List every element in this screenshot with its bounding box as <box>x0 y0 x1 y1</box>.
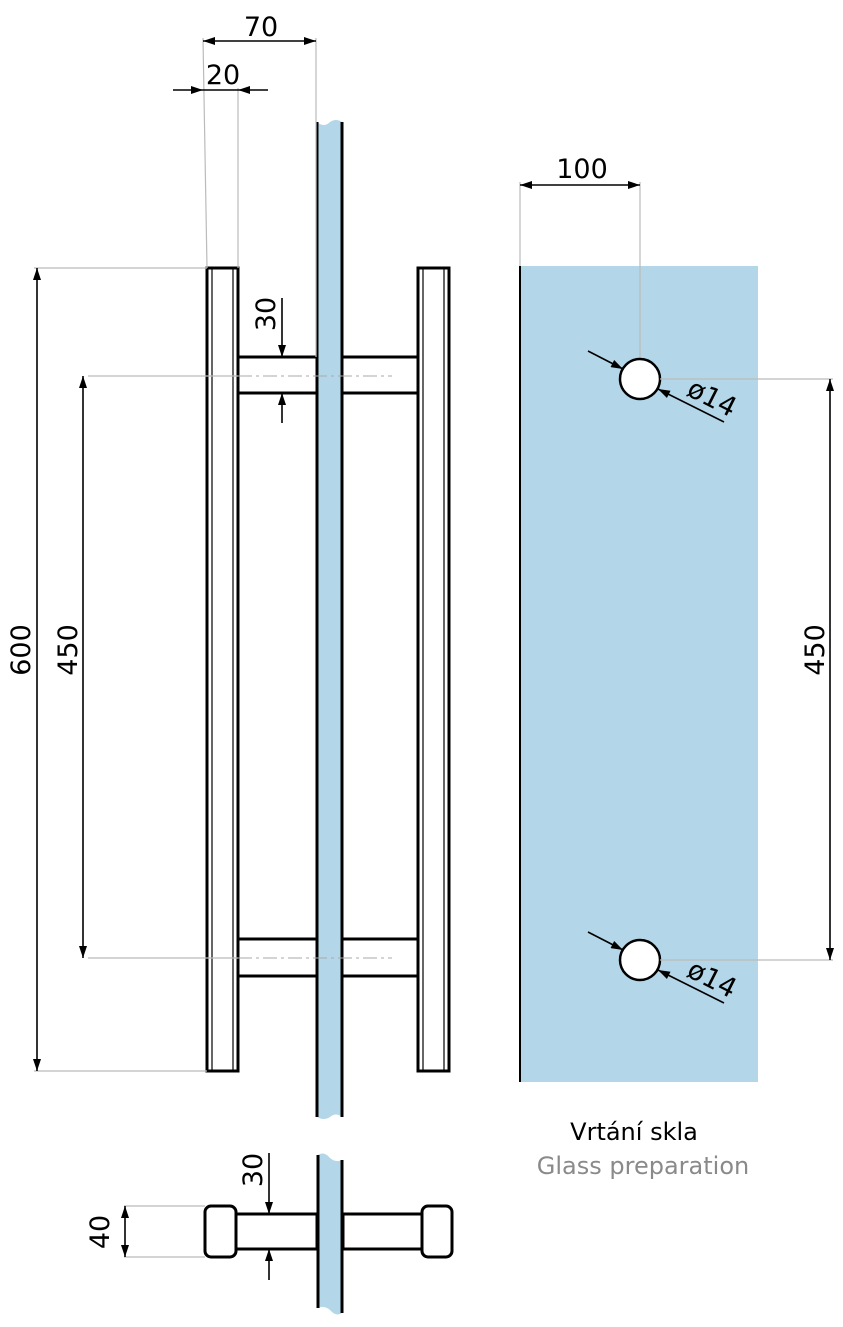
knob-left <box>203 1204 238 1259</box>
dim-30-bottom-label: 30 <box>238 1153 269 1187</box>
standoff-top-left <box>236 355 319 395</box>
side-view: 70 20 30 600 450 <box>6 12 451 1119</box>
dim-100-label: 100 <box>556 154 608 185</box>
dim-70-label: 70 <box>244 12 278 43</box>
rod-right <box>341 1212 424 1251</box>
glass-section <box>318 1153 342 1315</box>
standoff-bottom-right <box>340 937 420 978</box>
caption-secondary: Glass preparation <box>537 1152 749 1180</box>
dim-450-right-label: 450 <box>800 624 831 676</box>
dim-30-top-label: 30 <box>251 297 282 331</box>
knob-right <box>420 1204 454 1259</box>
rod-left <box>234 1212 319 1251</box>
glass-preparation-view: 100 ø14 ø14 450 Vrtání skla Glass prepar… <box>519 154 834 1180</box>
standoff-top-right <box>340 355 420 395</box>
top-view: 30 40 <box>85 1153 454 1315</box>
glass-strip <box>317 120 342 1119</box>
left-handle-bar <box>205 266 240 1073</box>
right-handle-bar <box>416 266 451 1073</box>
dim-20-label: 20 <box>206 60 240 91</box>
caption-primary: Vrtání skla <box>570 1118 698 1146</box>
hole-bottom <box>618 938 662 982</box>
dim-40-label: 40 <box>85 1215 116 1249</box>
dim-600-label: 600 <box>6 624 37 676</box>
dim-450-left-label: 450 <box>53 624 84 676</box>
hole-top <box>618 357 662 401</box>
